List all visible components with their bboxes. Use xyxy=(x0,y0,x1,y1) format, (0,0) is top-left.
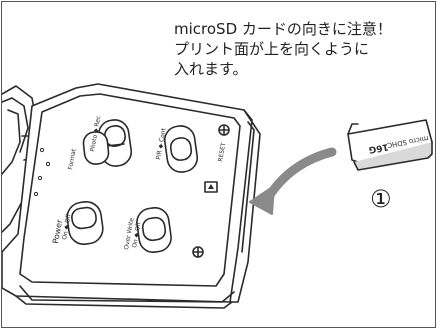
label-reset: RESET xyxy=(217,142,227,162)
label-over-write-on-off: On ◆ Off xyxy=(131,221,143,248)
button-format xyxy=(82,131,110,165)
caption-line-2: プリント面が上を向くように xyxy=(174,40,370,58)
caption-line-1: microSD カードの向きに注意！ xyxy=(174,20,392,38)
camera-sd-insertion-illustration: Photo ◆ Rec PIR ◆ Cont RESET Format Powe… xyxy=(2,83,433,309)
label-power-on-off: On ◆ Off xyxy=(61,213,73,240)
card-slot-marker xyxy=(204,181,218,193)
label-power: Power xyxy=(51,218,64,244)
insert-arrow-icon xyxy=(249,147,337,215)
switch-power xyxy=(66,200,104,246)
card-label-capacity: 16G xyxy=(368,141,389,154)
label-format: Format xyxy=(67,148,78,171)
indicator-dots xyxy=(33,147,51,197)
screw-bottom-right xyxy=(192,246,204,258)
instruction-caption: microSD カードの向きに注意！ プリント面が上を向くように 入れます。 xyxy=(174,19,436,79)
step-number-badge: ① xyxy=(370,185,392,213)
switch-over-write xyxy=(136,206,172,254)
illustration-frame: Photo ◆ Rec PIR ◆ Cont RESET Format Powe… xyxy=(1,1,436,328)
screw-top-right xyxy=(218,124,230,136)
camera-control-panel xyxy=(2,83,261,309)
microsd-card-illustration: micro SDHC 16G xyxy=(347,119,433,171)
caption-line-3: 入れます。 xyxy=(174,60,248,78)
switch-pir-cont xyxy=(163,125,199,173)
